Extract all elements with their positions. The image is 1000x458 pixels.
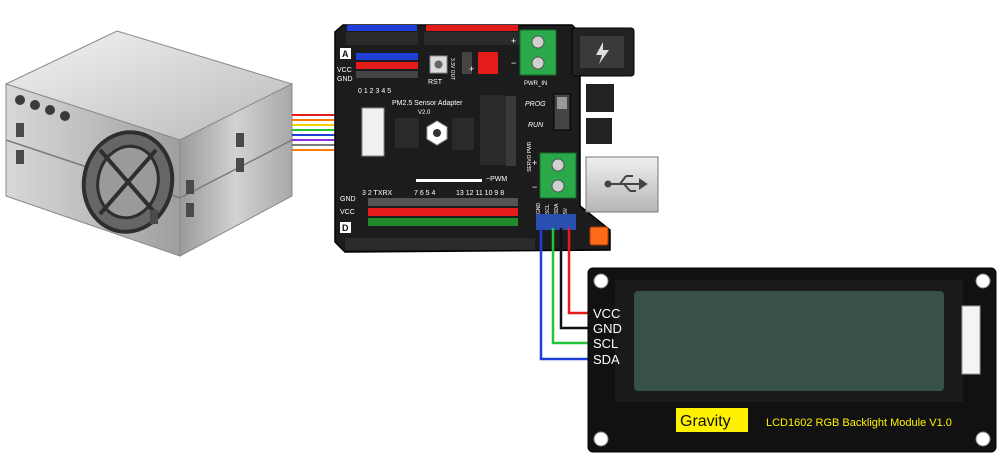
servo-minus: − [532,182,537,192]
lcd-pin-sda: SDA [593,352,620,367]
lcd-screen [634,291,944,391]
mount-hole [975,431,991,447]
wire-gnd [559,228,592,330]
i2c-label-scl: SCL [545,204,551,214]
fan-grille-icon [81,130,175,234]
dc-jack [571,27,635,77]
servo-pwr-terminal [539,152,577,199]
mount-hole [593,431,609,447]
wire-vcc [567,228,592,315]
sensor-hole [15,95,25,105]
sensor-hole [45,105,55,115]
digital-pin-numbers-left: 3 2 TXRX [362,190,393,197]
lcd-side-connector [961,305,981,375]
analog-badge-bg [340,48,351,59]
pwm-label: ~PWM [486,176,507,183]
pwr-in-label: PWR_IN [524,81,547,87]
usb-icon [604,175,648,192]
shield-version: V2.0 [418,110,431,116]
digital-badge-bg [340,222,351,233]
i2c-label-gnd: GND [536,203,542,215]
run-label: RUN [528,122,544,129]
pm25-sensor [4,30,294,257]
lcd-pin-scl: SCL [593,336,618,351]
lcd-pin-vcc: VCC [593,306,620,321]
sensor-adapter-shield: A VCC GND 0 1 2 3 4 5 RST 3.3V OUT + PWR… [334,24,659,253]
out-plus: + [469,64,474,74]
out-label: 3.3V OUT [449,58,455,80]
analog-row-gnd: GND [337,76,353,83]
analog-pin-header [356,53,418,78]
i2c-wires [539,228,592,361]
lcd-model-label: LCD1602 RGB Backlight Module V1.0 [766,417,952,429]
gravity-badge-bg [676,408,748,432]
header-pins-top [346,32,520,45]
digital-pin-numbers-right: 13 12 11 10 9 8 [456,190,504,197]
digital-row-vcc: VCC [340,209,355,216]
wire-sda [539,228,592,361]
reset-button-orange[interactable] [589,226,609,246]
digital-pin-header [368,198,518,226]
digital-pin-numbers-mid: 7 6 5 4 [414,190,436,197]
lcd-module: VCC GND SCL SDA Gravity LCD1602 RGB Back… [587,267,997,453]
reset-label: RST [428,79,443,86]
servo-pwr-label: SERVO PWR [527,141,533,172]
prog-label: PROG [525,101,546,108]
mount-hole [975,273,991,289]
i2c-label-5v: 5V [563,207,569,214]
i2c-label-sda: SDA [554,203,560,214]
lightning-icon [596,42,609,64]
gravity-badge: Gravity [680,413,731,430]
lcd-pin-gnd: GND [593,321,622,336]
sensor-hole [60,111,70,121]
wire-scl [551,228,592,345]
digital-row-gnd: GND [340,196,356,203]
shield-title: PM2.5 Sensor Adapter [392,100,463,107]
sensor-hole [30,100,40,110]
pwr-in-minus: − [511,58,516,68]
servo-plus: + [532,158,537,168]
i2c-header [536,214,576,230]
pwr-in-terminal [519,29,557,76]
header-pins-bottom [345,238,535,250]
digital-badge: D [342,223,349,233]
mount-hole [593,273,609,289]
analog-pin-numbers: 0 1 2 3 4 5 [358,88,391,95]
analog-row-vcc: VCC [337,67,352,74]
sensor-connector [361,107,385,157]
usb-port [585,156,659,213]
analog-badge: A [342,49,349,59]
pwr-in-plus: + [511,36,516,46]
